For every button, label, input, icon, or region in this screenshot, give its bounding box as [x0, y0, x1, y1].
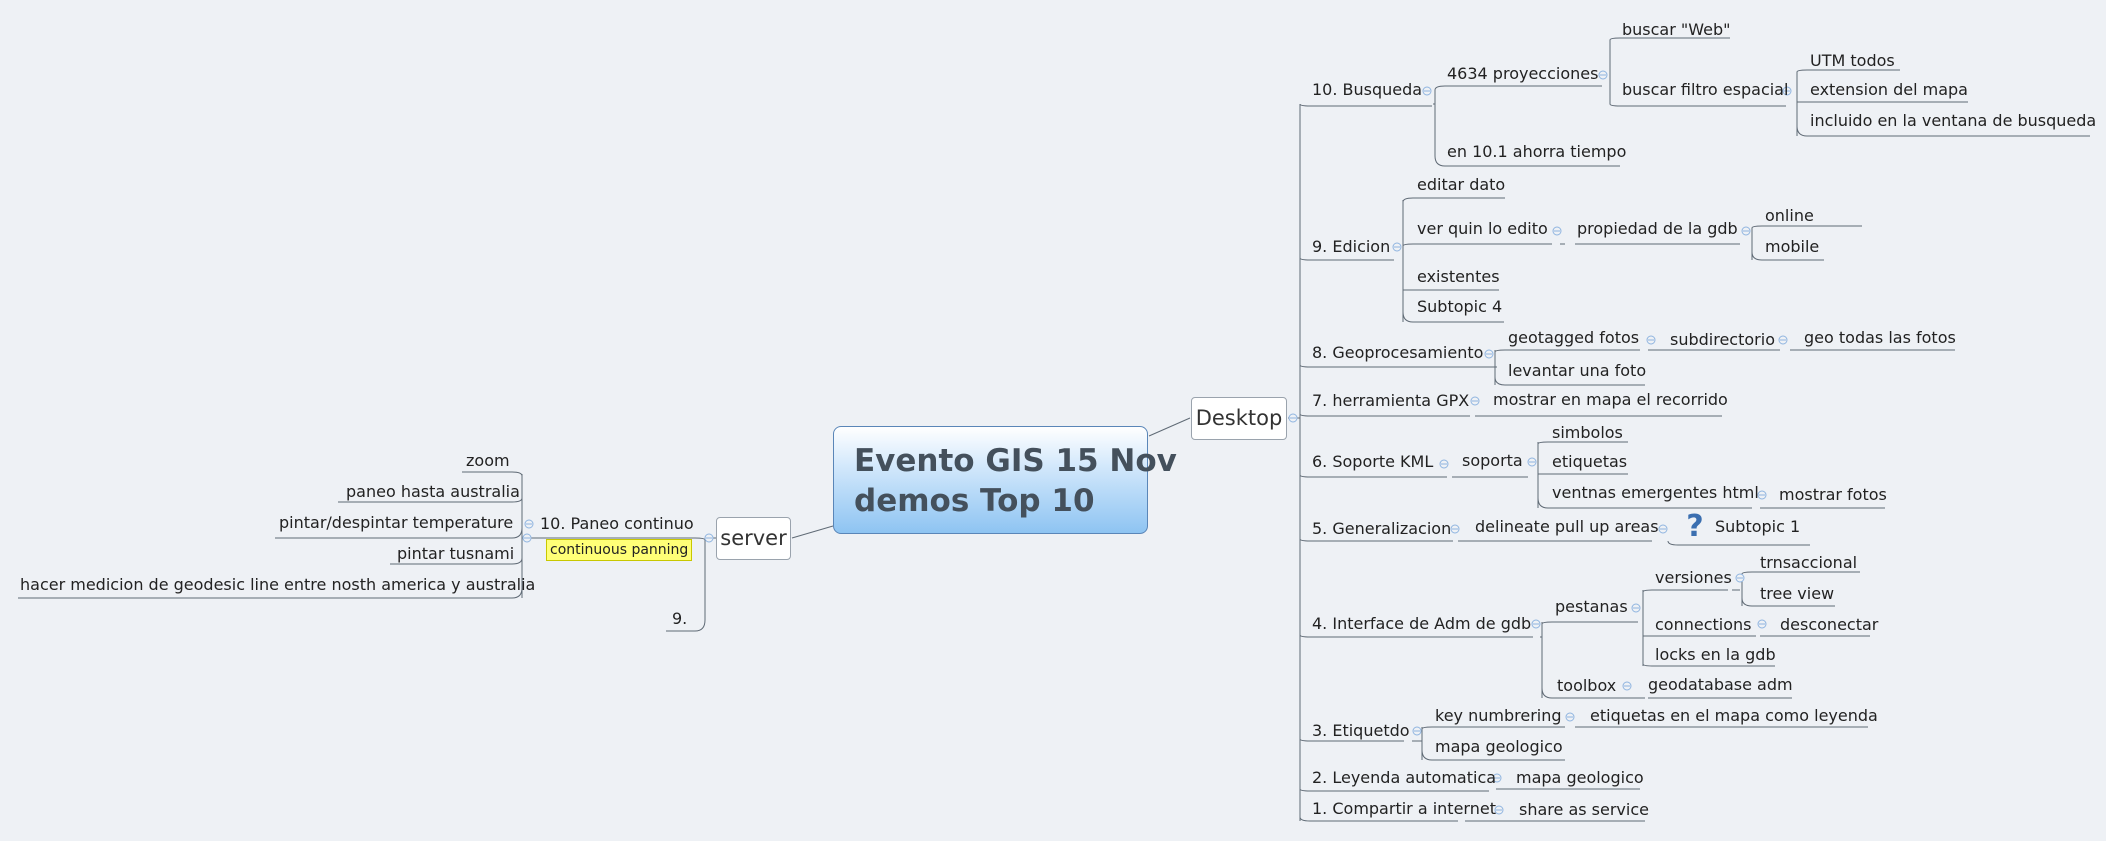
topic-pintar-tusnami[interactable]: pintar tusnami [397, 544, 515, 563]
topic-ahorra[interactable]: en 10.1 ahorra tiempo [1447, 142, 1627, 161]
question-mark-icon: ? [1686, 509, 1704, 544]
connector-center-desktop [1148, 417, 1191, 437]
topic-compartir[interactable]: 1. Compartir a internet [1312, 799, 1496, 818]
topic-desconectar[interactable]: desconectar [1780, 615, 1879, 634]
topic-mostrar-recorrido[interactable]: mostrar en mapa el recorrido [1493, 390, 1728, 409]
central-title-line1: Evento GIS 15 Nov [854, 443, 1177, 479]
topic-geotagged[interactable]: geotagged fotos [1508, 328, 1640, 347]
topic-etiquetas[interactable]: etiquetas [1552, 452, 1628, 471]
topic-kml[interactable]: 6. Soporte KML [1312, 452, 1434, 471]
topic-incluido[interactable]: incluido en la ventana de busqueda [1810, 111, 2097, 130]
central-topic[interactable]: Evento GIS 15 Nov demos Top 10 [833, 426, 1177, 534]
topic-connections[interactable]: connections [1655, 615, 1752, 634]
server-topic[interactable]: server [716, 517, 791, 560]
topic-ventanas-html[interactable]: ventnas emergentes html [1552, 483, 1759, 502]
topic-geodatabase-adm[interactable]: geodatabase adm [1648, 675, 1793, 694]
topic-geo-todas[interactable]: geo todas las fotos [1804, 328, 1956, 347]
note-continuous-panning: continuous panning [546, 539, 693, 561]
topic-interface[interactable]: 4. Interface de Adm de gdb [1312, 614, 1532, 633]
topic-levantar-foto[interactable]: levantar una foto [1508, 361, 1647, 380]
topic-geoprocesamiento[interactable]: 8. Geoprocesamiento [1312, 343, 1484, 362]
topic-propiedad-gdb[interactable]: propiedad de la gdb [1577, 219, 1738, 238]
topic-tree-view[interactable]: tree view [1760, 584, 1835, 603]
topic-generalizacion[interactable]: 5. Generalizacion [1312, 519, 1452, 538]
desktop-spine [1299, 104, 1301, 821]
topic-trnsaccional[interactable]: trnsaccional [1760, 553, 1858, 572]
topic-subtopic4[interactable]: Subtopic 4 [1417, 297, 1503, 316]
topic-locks[interactable]: locks en la gdb [1655, 645, 1776, 664]
topic-versiones[interactable]: versiones [1655, 568, 1732, 587]
topic-utm[interactable]: UTM todos [1810, 51, 1895, 70]
topic-simbolos[interactable]: simbolos [1552, 423, 1623, 442]
topic-etiquetado[interactable]: 3. Etiquetdo [1312, 721, 1410, 740]
topic-soporta[interactable]: soporta [1462, 451, 1523, 470]
topic-mapa-geologico-1[interactable]: mapa geologico [1435, 737, 1563, 756]
topic-edicion[interactable]: 9. Edicion [1312, 237, 1391, 256]
topic-online[interactable]: online [1765, 206, 1814, 225]
connector-center-server [791, 525, 834, 539]
topic-etiquetas-leyenda[interactable]: etiquetas en el mapa como leyenda [1590, 706, 1878, 725]
topic-leyenda[interactable]: 2. Leyenda automatica [1312, 768, 1497, 787]
central-topic-title: Evento GIS 15 Nov demos Top 10 [854, 441, 1177, 521]
topic-mostrar-fotos[interactable]: mostrar fotos [1779, 485, 1887, 504]
topic-subdirectorio[interactable]: subdirectorio [1670, 330, 1775, 349]
topic-key-numbering[interactable]: key numbrering [1435, 706, 1562, 725]
topic-existentes[interactable]: existentes [1417, 267, 1500, 286]
topic-proyecciones[interactable]: 4634 proyecciones [1447, 64, 1599, 83]
topic-editar-dato[interactable]: editar dato [1417, 175, 1506, 194]
topic-paneo-continuo[interactable]: 10. Paneo continuo [540, 514, 694, 533]
topic-toolbox[interactable]: toolbox [1557, 676, 1617, 695]
topic-delineate[interactable]: delineate pull up areas [1475, 517, 1659, 536]
topic-mapa-geologico-2[interactable]: mapa geologico [1516, 768, 1644, 787]
topic-buscar-web[interactable]: buscar "Web" [1622, 20, 1731, 39]
topic-nine[interactable]: 9. [672, 609, 688, 628]
topic-pintar-temperature[interactable]: pintar/despintar temperature [279, 513, 514, 532]
topic-mobile[interactable]: mobile [1765, 237, 1820, 256]
topic-pestanas[interactable]: pestanas [1555, 597, 1628, 616]
topic-share-service[interactable]: share as service [1519, 800, 1649, 819]
topic-gpx[interactable]: 7. herramienta GPX [1312, 391, 1470, 410]
topic-zoom[interactable]: zoom [466, 451, 510, 470]
topic-filtro-espacial[interactable]: buscar filtro espacial [1622, 80, 1789, 99]
central-title-line2: demos Top 10 [854, 483, 1095, 519]
topic-subtopic1[interactable]: Subtopic 1 [1715, 517, 1801, 536]
topic-geodesic-line[interactable]: hacer medicion de geodesic line entre no… [20, 575, 536, 594]
desktop-topic[interactable]: Desktop [1191, 397, 1287, 440]
topic-extension[interactable]: extension del mapa [1810, 80, 1968, 99]
topic-busqueda[interactable]: 10. Busqueda [1312, 80, 1423, 99]
topic-paneo-australia[interactable]: paneo hasta australia [346, 482, 520, 501]
topic-quien-edito[interactable]: ver quin lo edito [1417, 219, 1548, 238]
